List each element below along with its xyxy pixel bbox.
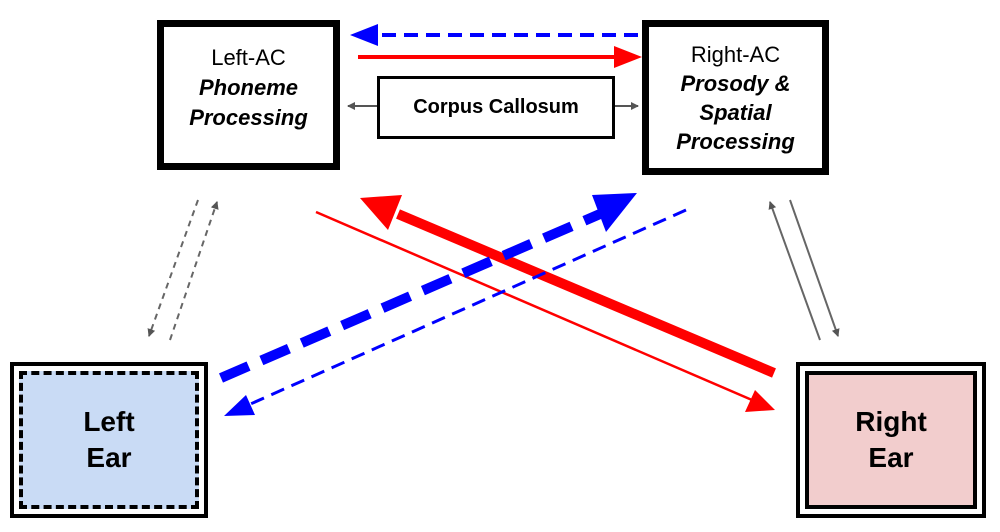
right-ac-line3: Processing bbox=[676, 128, 795, 154]
corpus-callosum-box: Corpus Callosum bbox=[377, 76, 615, 139]
arrow-left-ear-to-right-ac bbox=[219, 209, 602, 383]
left-ac-box: Left-AC Phoneme Processing bbox=[157, 20, 340, 170]
right-ear-box: Right Ear bbox=[796, 362, 986, 518]
right-ac-line2: Spatial bbox=[699, 99, 772, 125]
right-ac-line1: Prosody & bbox=[680, 70, 791, 96]
arrowhead-red-top bbox=[614, 46, 642, 68]
arrow-left-ac-to-right-ear bbox=[315, 210, 753, 402]
arrowhead-blue-right-ac bbox=[592, 193, 637, 232]
arrowhead-red-left-ac bbox=[360, 195, 402, 230]
right-ac-box: Right-AC Prosody & Spatial Processing bbox=[642, 20, 829, 175]
right-ear-inner: Right Ear bbox=[805, 371, 977, 509]
arrowhead-blue-top bbox=[350, 24, 378, 46]
left-ac-line1: Phoneme bbox=[198, 75, 299, 100]
arrow-right-ear-to-right-ac bbox=[768, 201, 821, 341]
left-ear-box: Left Ear bbox=[10, 362, 208, 518]
arrow-right-ac-to-right-ear bbox=[789, 199, 840, 337]
arrow-left-ear-to-left-ac bbox=[169, 201, 219, 341]
left-ear-line2: Ear bbox=[86, 442, 132, 473]
arrowhead-blue-left-ear bbox=[224, 395, 255, 416]
arrowhead-red-right-ear bbox=[745, 390, 775, 412]
corpus-callosum-label: Corpus Callosum bbox=[413, 96, 579, 118]
right-ear-line2: Ear bbox=[868, 442, 914, 473]
left-ac-title: Left-AC bbox=[211, 45, 286, 70]
left-ear-line1: Left bbox=[83, 406, 135, 437]
left-ear-inner: Left Ear bbox=[19, 371, 199, 509]
arrow-left-ac-to-left-ear bbox=[147, 199, 199, 337]
left-ac-line2: Processing bbox=[189, 105, 308, 130]
arrow-right-ear-to-left-ac bbox=[396, 209, 776, 378]
arrow-right-ac-to-left-ear bbox=[245, 208, 687, 408]
right-ac-title: Right-AC bbox=[690, 41, 781, 67]
right-ear-line1: Right bbox=[855, 406, 927, 437]
